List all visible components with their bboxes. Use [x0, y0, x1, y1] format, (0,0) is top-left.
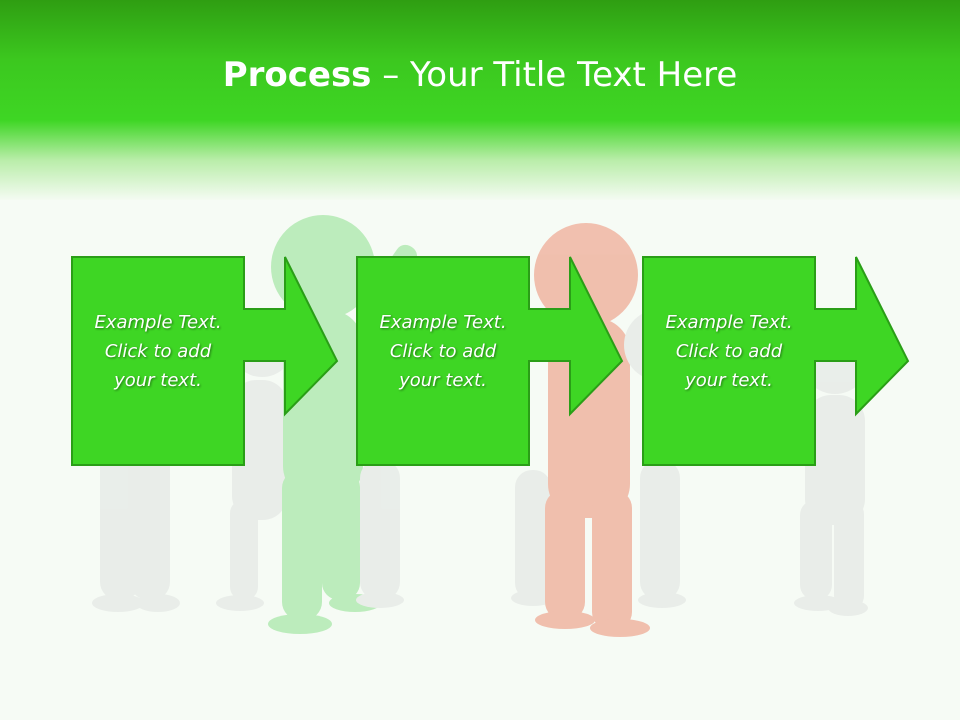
step-1-line-2: Click to add [104, 341, 212, 362]
slide-title[interactable]: Process – Your Title Text Here [0, 52, 960, 98]
step-1-line-1: Example Text. [94, 312, 222, 333]
title-banner [0, 0, 960, 200]
process-step-2[interactable]: Example Text. Click to add your text. [356, 256, 626, 468]
step-1-arrow-box [71, 256, 339, 466]
process-step-3[interactable]: Example Text. Click to add your text. [642, 256, 912, 468]
step-2-line-3: your text. [399, 370, 487, 391]
step-3-line-2: Click to add [675, 341, 783, 362]
step-3-text[interactable]: Example Text. Click to add your text. [642, 308, 816, 395]
title-rest-part: – Your Title Text Here [371, 55, 738, 95]
step-3-line-1: Example Text. [665, 312, 793, 333]
white-figure-left [92, 440, 180, 612]
title-bold-part: Process [222, 55, 372, 95]
step-3-arrow-box [642, 256, 910, 466]
step-1-line-3: your text. [114, 370, 202, 391]
step-2-arrow-box [356, 256, 624, 466]
step-2-line-2: Click to add [389, 341, 497, 362]
step-2-line-1: Example Text. [379, 312, 507, 333]
step-2-text[interactable]: Example Text. Click to add your text. [356, 308, 530, 395]
step-3-line-3: your text. [685, 370, 773, 391]
white-figure-middle [356, 460, 555, 608]
white-figure-second [216, 313, 294, 611]
process-step-1[interactable]: Example Text. Click to add your text. [71, 256, 341, 468]
step-1-text[interactable]: Example Text. Click to add your text. [71, 308, 245, 395]
